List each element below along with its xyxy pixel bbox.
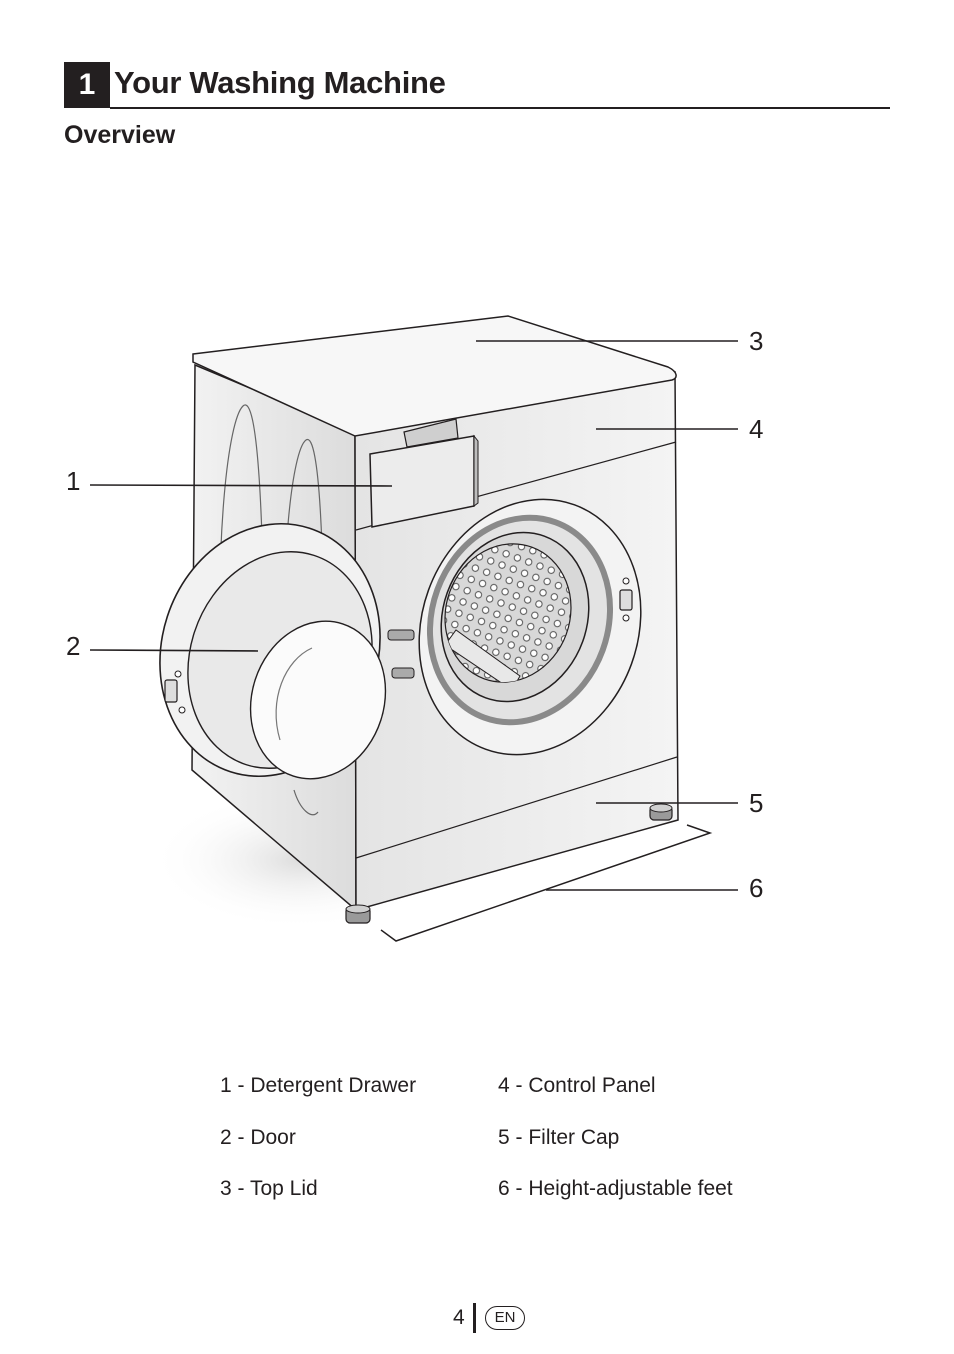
footer-divider	[473, 1303, 476, 1333]
legend-item: 2 - Door	[220, 1126, 296, 1149]
legend-item: 3 - Top Lid	[220, 1177, 318, 1200]
callout-3: 3	[749, 326, 763, 356]
door-lock	[619, 589, 633, 611]
top-lid	[192, 315, 677, 437]
hinge-bottom	[391, 667, 415, 679]
foot-front-right	[649, 803, 673, 821]
chapter-number: 1	[64, 62, 110, 108]
language-badge: EN	[485, 1306, 525, 1330]
legend-item: 4 - Control Panel	[498, 1074, 656, 1097]
leader-line-2	[89, 649, 259, 652]
page-number: 4	[453, 1306, 465, 1329]
door-glass-highlight	[275, 647, 313, 741]
door-glass	[249, 620, 387, 780]
chapter-rule	[110, 107, 890, 109]
legend-item: 5 - Filter Cap	[498, 1126, 620, 1149]
callout-6: 6	[749, 873, 763, 903]
page-footer: 4 EN	[0, 1302, 954, 1336]
parts-legend: 1 - Detergent Drawer 2 - Door 3 - Top Li…	[220, 1074, 820, 1224]
drawer-side	[473, 434, 479, 507]
callout-5: 5	[749, 788, 763, 818]
section-title: Overview	[64, 121, 176, 149]
callout-2: 2	[66, 631, 80, 661]
side-arch-lower	[293, 789, 319, 816]
latch-screw-bottom	[178, 706, 186, 714]
drum-paddle	[444, 629, 521, 691]
lock-screw-bottom	[622, 614, 630, 622]
latch-screw-top	[174, 670, 182, 678]
lock-screw-top	[622, 577, 630, 585]
hinge-top	[387, 629, 415, 641]
floor-outline	[380, 824, 713, 942]
foot-front-left	[345, 904, 371, 924]
chapter-header: 1 Your Washing Machine	[64, 62, 890, 110]
door-latch	[164, 679, 178, 703]
callout-1: 1	[66, 466, 80, 496]
legend-item: 1 - Detergent Drawer	[220, 1074, 417, 1097]
kickplate-line	[355, 756, 678, 859]
chapter-title: Your Washing Machine	[114, 65, 446, 100]
callout-4: 4	[749, 414, 763, 444]
legend-item: 6 - Height-adjustable feet	[498, 1177, 733, 1200]
drawer-recess	[403, 418, 459, 448]
leader-line-1	[89, 484, 393, 487]
